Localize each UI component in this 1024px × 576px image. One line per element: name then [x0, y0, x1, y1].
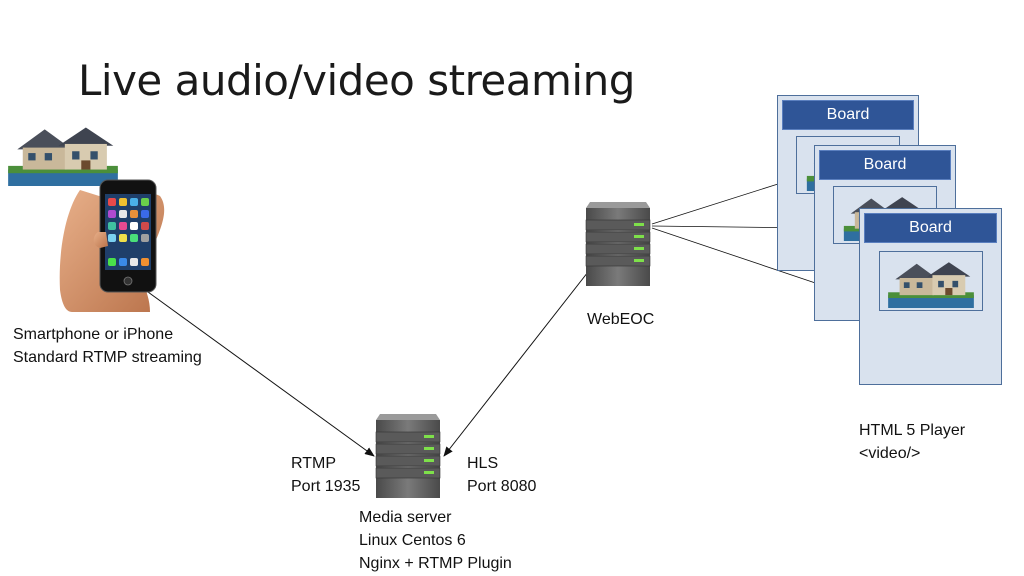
source-label-line-2: Standard RTMP streaming [13, 349, 202, 366]
webeoc-server-icon [585, 201, 651, 287]
media-server-label-line-2: Linux Centos 6 [359, 532, 466, 549]
board-video-3 [879, 251, 983, 311]
player-label-line-2: <video/> [859, 445, 921, 462]
media-server-label: Media server Linux Centos 6 Nginx + RTMP… [359, 506, 512, 575]
source-label-line-1: Smartphone or iPhone [13, 326, 174, 343]
hls-port-label: HLS Port 8080 [467, 452, 536, 498]
media-server-icon [375, 413, 441, 499]
hls-label-line-2: Port 8080 [467, 478, 537, 495]
rtmp-stream-arrow [147, 291, 375, 457]
player-label-line-1: HTML 5 Player [859, 422, 966, 439]
smartphone-in-hand-icon [59, 179, 165, 312]
hls-label-line-1: HLS [467, 455, 499, 472]
slide-title: Live audio/video streaming [78, 56, 635, 105]
house-icon [888, 262, 974, 308]
webeoc-label: WebEOC [587, 311, 655, 328]
board-header-2: Board [819, 150, 951, 180]
rtmp-label-line-2: Port 1935 [291, 478, 361, 495]
board-header-1: Board [782, 100, 914, 130]
hls-stream-arrow [443, 271, 589, 457]
source-label: Smartphone or iPhone Standard RTMP strea… [13, 323, 202, 369]
rtmp-port-label: RTMP Port 1935 [291, 452, 360, 498]
webeoc-to-board-1-line [651, 183, 779, 225]
player-label: HTML 5 Player <video/> [859, 419, 965, 465]
media-server-label-line-3: Nginx + RTMP Plugin [359, 555, 512, 572]
board-header-3: Board [864, 213, 997, 243]
house-icon [8, 127, 118, 186]
media-server-label-line-1: Media server [359, 509, 452, 526]
rtmp-label-line-1: RTMP [291, 455, 337, 472]
board-window-3: Board [859, 208, 1002, 385]
